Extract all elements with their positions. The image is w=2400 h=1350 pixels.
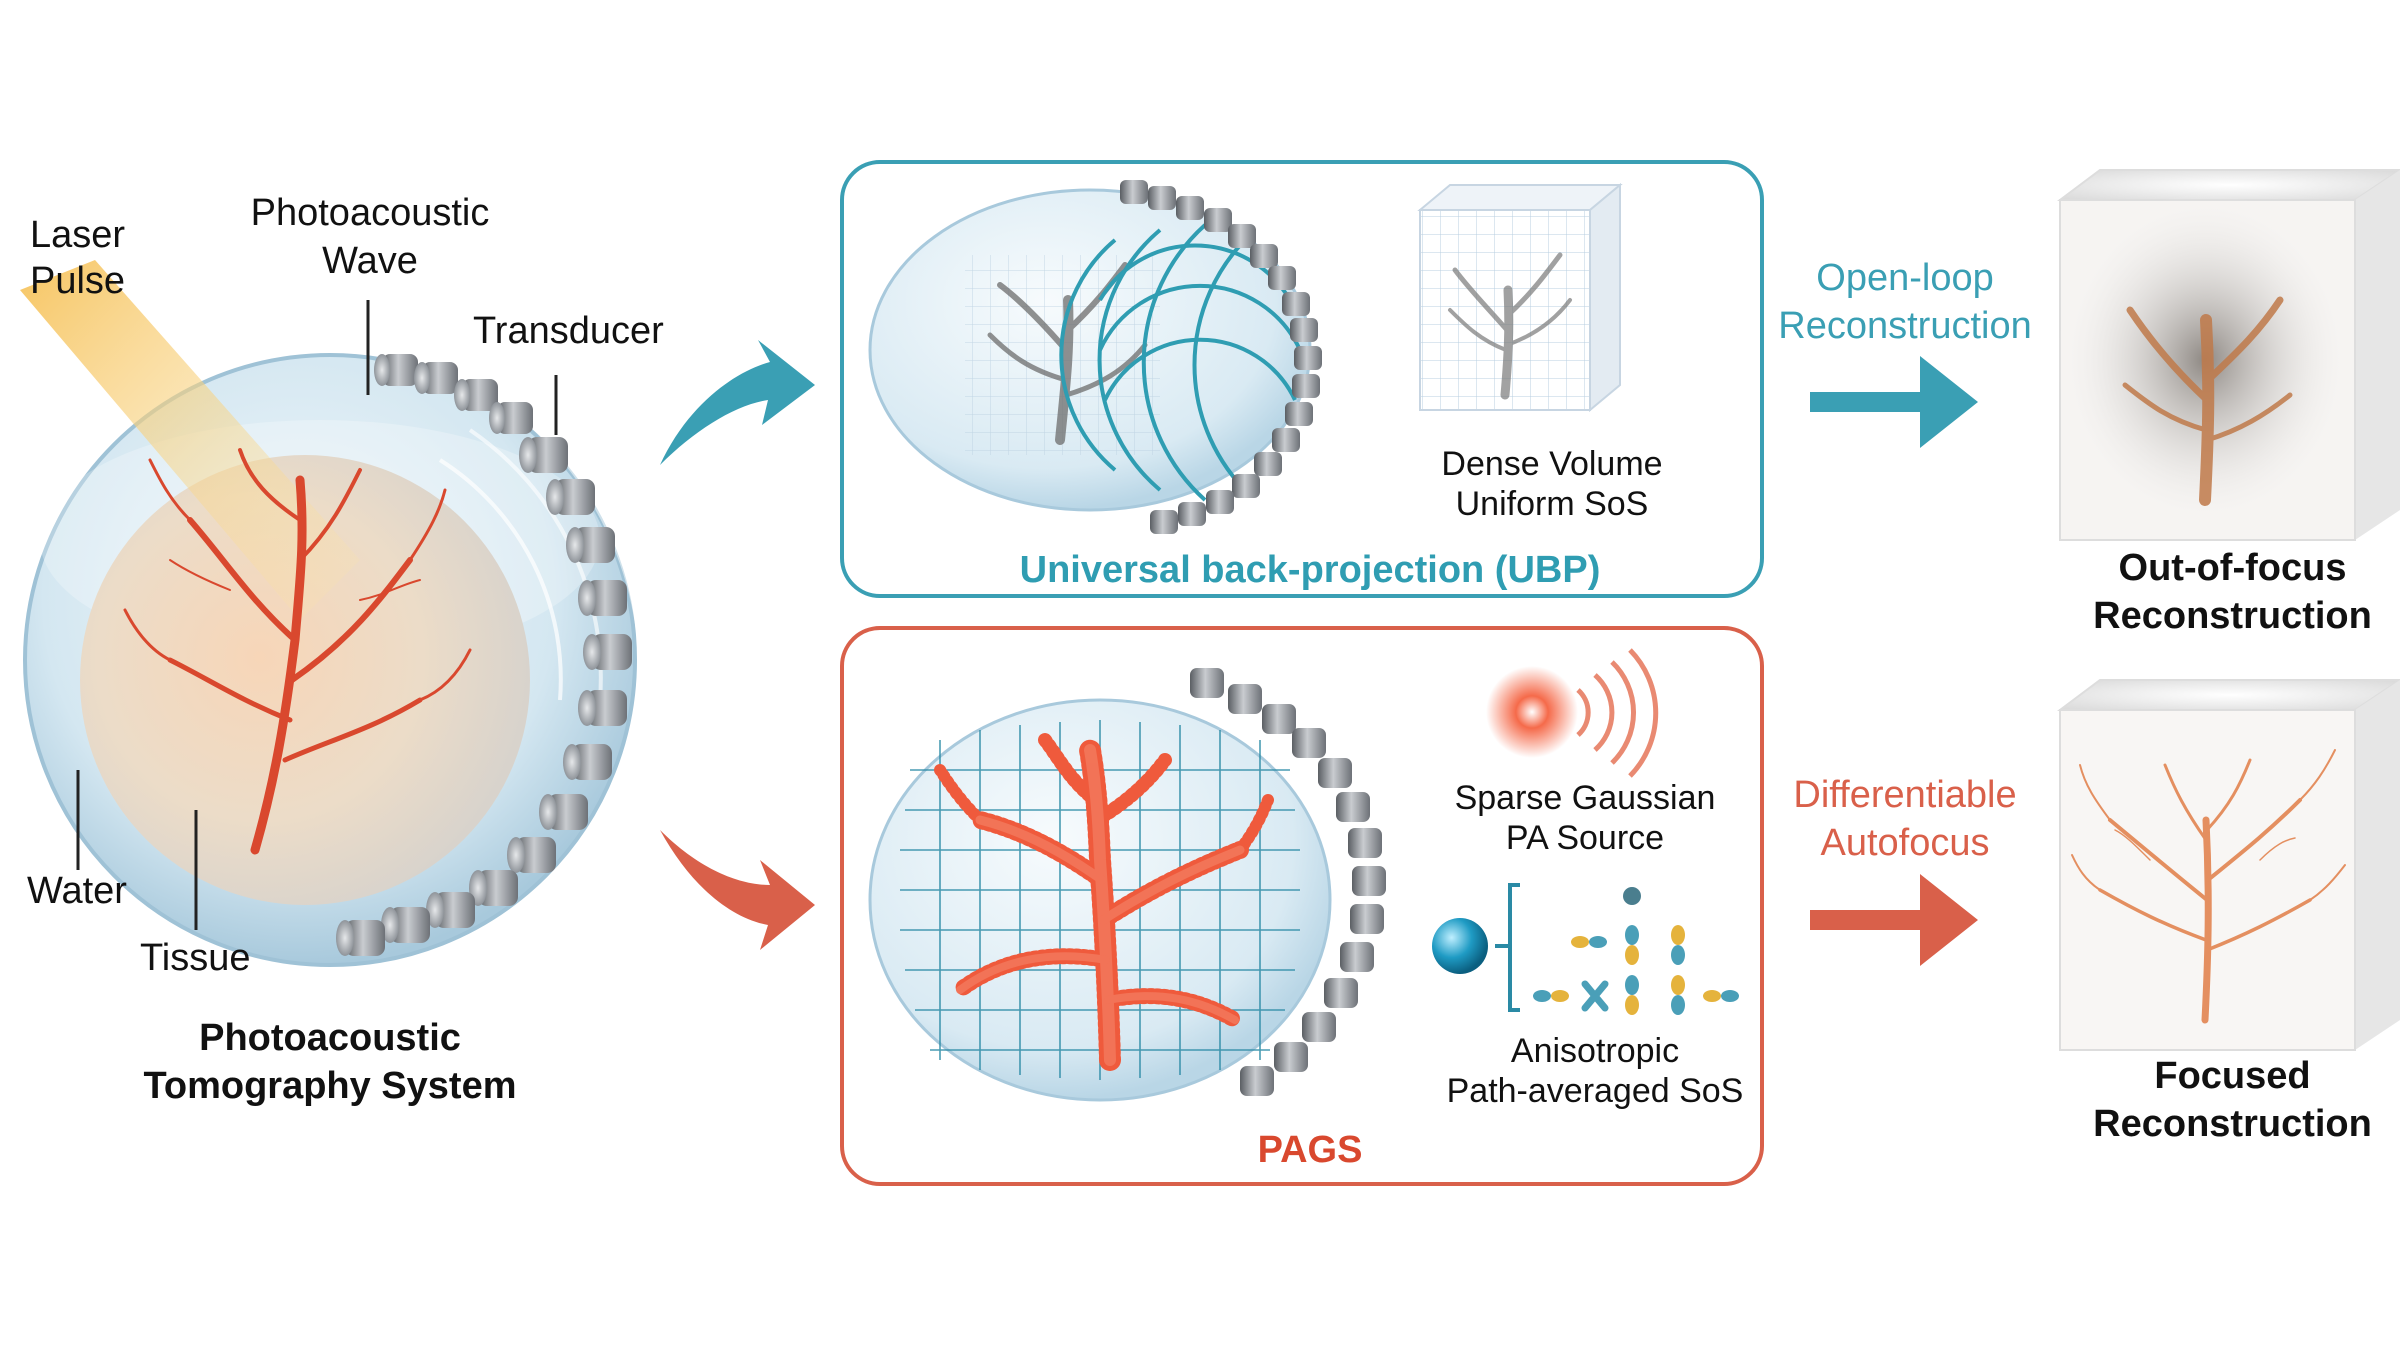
ubp-illustration	[868, 180, 1623, 534]
pags-transducers	[1190, 668, 1386, 1096]
open-loop-arrow	[1810, 356, 1978, 448]
pa-source-waves	[1576, 648, 1659, 778]
pa-source-label-line2: PA Source	[1505, 819, 1665, 857]
tissue-label: Tissue	[140, 937, 251, 979]
out-of-focus-label-line1: Out-of-focus	[2118, 547, 2347, 589]
ubp-title: Universal back-projection (UBP)	[1019, 549, 1601, 591]
autofocus-label-line2: Autofocus	[1820, 822, 1990, 864]
pa-source-label-line1: Sparse Gaussian	[1454, 779, 1716, 817]
water-label: Water	[27, 870, 127, 912]
autofocus-label-line1: Differentiable	[1793, 774, 2017, 816]
wave-label-line2: Wave	[322, 240, 418, 282]
transducer-label: Transducer	[473, 310, 664, 352]
system-title-line2: Tomography System	[143, 1065, 517, 1107]
laser-label-line2: Pulse	[30, 260, 126, 302]
arrow-to-pags	[660, 830, 815, 950]
tissue-sphere	[80, 455, 530, 905]
open-loop-label-line2: Reconstruction	[1778, 305, 2032, 347]
laser-beam	[20, 260, 360, 620]
dense-volume-label-line2: Uniform SoS	[1455, 485, 1649, 523]
focused-label-line1: Focused	[2154, 1055, 2311, 1097]
out-of-focus-label-line2: Reconstruction	[2093, 595, 2372, 637]
transducer-array	[336, 354, 632, 956]
laser-label-line1: Laser	[30, 214, 126, 256]
autofocus-arrow	[1810, 874, 1978, 966]
ubp-transducers	[1120, 180, 1322, 534]
open-loop-label-line1: Open-loop	[1816, 257, 1994, 299]
pags-title: PAGS	[1257, 1129, 1363, 1171]
sos-label-line1: Anisotropic	[1510, 1032, 1680, 1070]
dense-volume-label-line1: Dense Volume	[1441, 445, 1663, 483]
sos-bracket	[1495, 883, 1520, 1012]
dense-volume-cube	[1417, 182, 1623, 413]
vessel-tree	[123, 448, 472, 855]
pags-illustration	[868, 648, 1739, 1102]
wave-label-line1: Photoacoustic	[250, 192, 490, 234]
blurry-tree	[987, 262, 1148, 445]
sos-lobes	[1533, 887, 1739, 1015]
out-of-focus-cube	[2055, 169, 2400, 541]
pa-source-blob	[1486, 666, 1578, 758]
sos-label-line2: Path-averaged SoS	[1446, 1072, 1744, 1110]
focused-cube	[2057, 679, 2400, 1051]
arrow-to-ubp	[660, 340, 815, 465]
sos-sphere	[1432, 918, 1488, 974]
back-projection-arcs	[1059, 223, 1302, 502]
focused-label-line2: Reconstruction	[2093, 1103, 2372, 1145]
system-title-line1: Photoacoustic	[199, 1017, 461, 1059]
pat-system-illustration	[20, 260, 643, 967]
